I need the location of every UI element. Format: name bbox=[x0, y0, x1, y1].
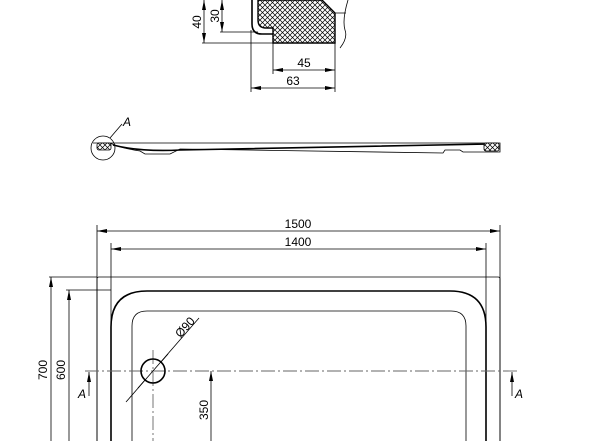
dim-600-label: 600 bbox=[54, 360, 68, 380]
dim-700-label: 700 bbox=[36, 360, 50, 380]
dim-63-label: 63 bbox=[286, 74, 300, 88]
tray-floor bbox=[131, 310, 467, 441]
dim-45-label: 45 bbox=[297, 56, 311, 70]
dim-diameter-label: Ø90 bbox=[172, 314, 198, 340]
outer-rim bbox=[96, 276, 501, 441]
hatched-profile bbox=[257, 0, 336, 44]
dim-40-label: 40 bbox=[190, 15, 204, 29]
edge-detail-section: 40 30 45 63 bbox=[190, 0, 349, 92]
break-line bbox=[335, 0, 349, 49]
plan-view: 1500 1400 700 600 Ø90 350 A A bbox=[36, 217, 523, 441]
tray-edge bbox=[110, 290, 487, 441]
section-label-left: A bbox=[77, 387, 86, 401]
dim-1400-label: 1400 bbox=[285, 235, 312, 249]
side-view: A bbox=[90, 115, 501, 161]
detail-circle bbox=[90, 135, 116, 161]
dim-350-label: 350 bbox=[197, 400, 211, 420]
section-label-right: A bbox=[514, 387, 523, 401]
drain-hole bbox=[140, 358, 166, 384]
dim-1500-label: 1500 bbox=[285, 217, 312, 231]
enamel-shell bbox=[251, 0, 273, 35]
detail-label: A bbox=[122, 115, 131, 129]
dim-30-label: 30 bbox=[208, 9, 222, 23]
